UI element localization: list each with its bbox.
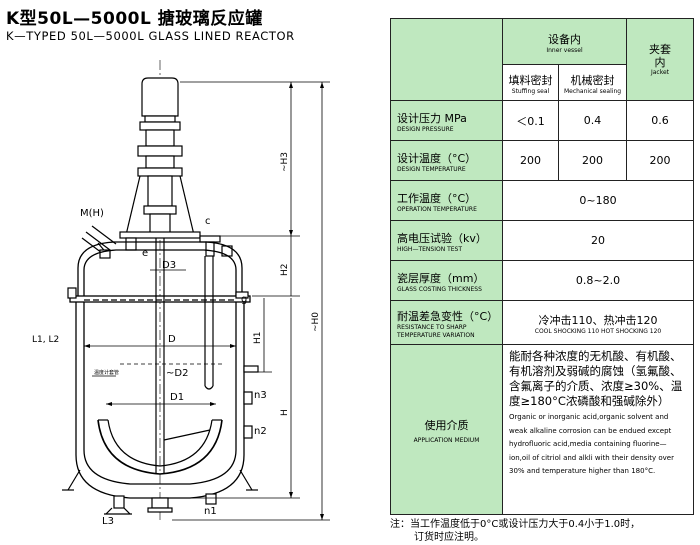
dimension-arrows xyxy=(84,82,324,520)
label-mh: M(H) xyxy=(80,208,104,219)
medium-description-cn: 能耐各种浓度的无机酸、有机酸、有机溶剂及弱碱的腐蚀（氢氟酸、含氟离子的介质、浓度… xyxy=(509,349,683,408)
top-nozzles xyxy=(99,235,233,259)
support-frame xyxy=(119,175,201,239)
manhole xyxy=(81,225,117,257)
baffle xyxy=(204,256,214,390)
label-n2: n2 xyxy=(254,426,267,437)
label-g: g xyxy=(241,294,247,305)
motor-drive xyxy=(137,77,183,177)
support-legs xyxy=(62,469,258,491)
label-l1-l2: L1, L2 xyxy=(32,335,59,345)
label-d3: D3 xyxy=(162,260,176,271)
header-blank xyxy=(390,18,503,101)
dimension-lines xyxy=(84,81,330,521)
label-h3: ~H3 xyxy=(280,152,290,172)
row-operation-temperature: 工作温度（°C）OPERATION TEMPERATURE 0~180 xyxy=(390,180,695,221)
title-english: K—TYPED 50L—5000L GLASS LINED REACTOR xyxy=(6,29,295,43)
row-high-tension-test: 高电压试验（kv）HIGH—TENSION TEST 20 xyxy=(390,220,695,261)
label-n3: n3 xyxy=(254,390,267,401)
reactor-drawing: 温度计套管 M(H) c e D3 g D ~D2 D1 L1, L2 n xyxy=(32,60,330,527)
side-nozzles xyxy=(67,287,259,439)
label-h: H xyxy=(280,409,290,416)
label-d2: ~D2 xyxy=(166,368,188,379)
medium-description-en: Organic or inorganic acid,organic solven… xyxy=(509,413,674,475)
label-l3: L3 xyxy=(102,516,114,527)
label-small: 温度计套管 xyxy=(94,369,119,376)
label-n1: n1 xyxy=(204,506,217,517)
label-h1: H1 xyxy=(253,332,263,345)
label-e: e xyxy=(142,248,148,259)
footnote: 注：当工作温度低于0°C或设计压力大于0.4小于1.0时， 订货时应注明。 xyxy=(390,519,641,543)
agitator xyxy=(97,238,223,475)
bottom-outlet xyxy=(104,493,217,515)
label-c: c xyxy=(205,216,211,227)
vessel-body xyxy=(69,241,251,499)
label-h0: ~H0 xyxy=(311,312,321,332)
row-glass-thickness: 瓷层厚度（mm）GLASS COSTING THICKNESS 0.8~2.0 xyxy=(390,260,695,301)
label-h2: H2 xyxy=(280,264,290,277)
row-design-temperature: 设计温度（°C）DESIGN TEMPERATURE 200 200 200 xyxy=(390,140,695,181)
title-chinese: K型50L—5000L 搪玻璃反应罐 xyxy=(6,9,263,29)
label-d: D xyxy=(168,334,176,345)
label-d1: D1 xyxy=(170,392,184,403)
